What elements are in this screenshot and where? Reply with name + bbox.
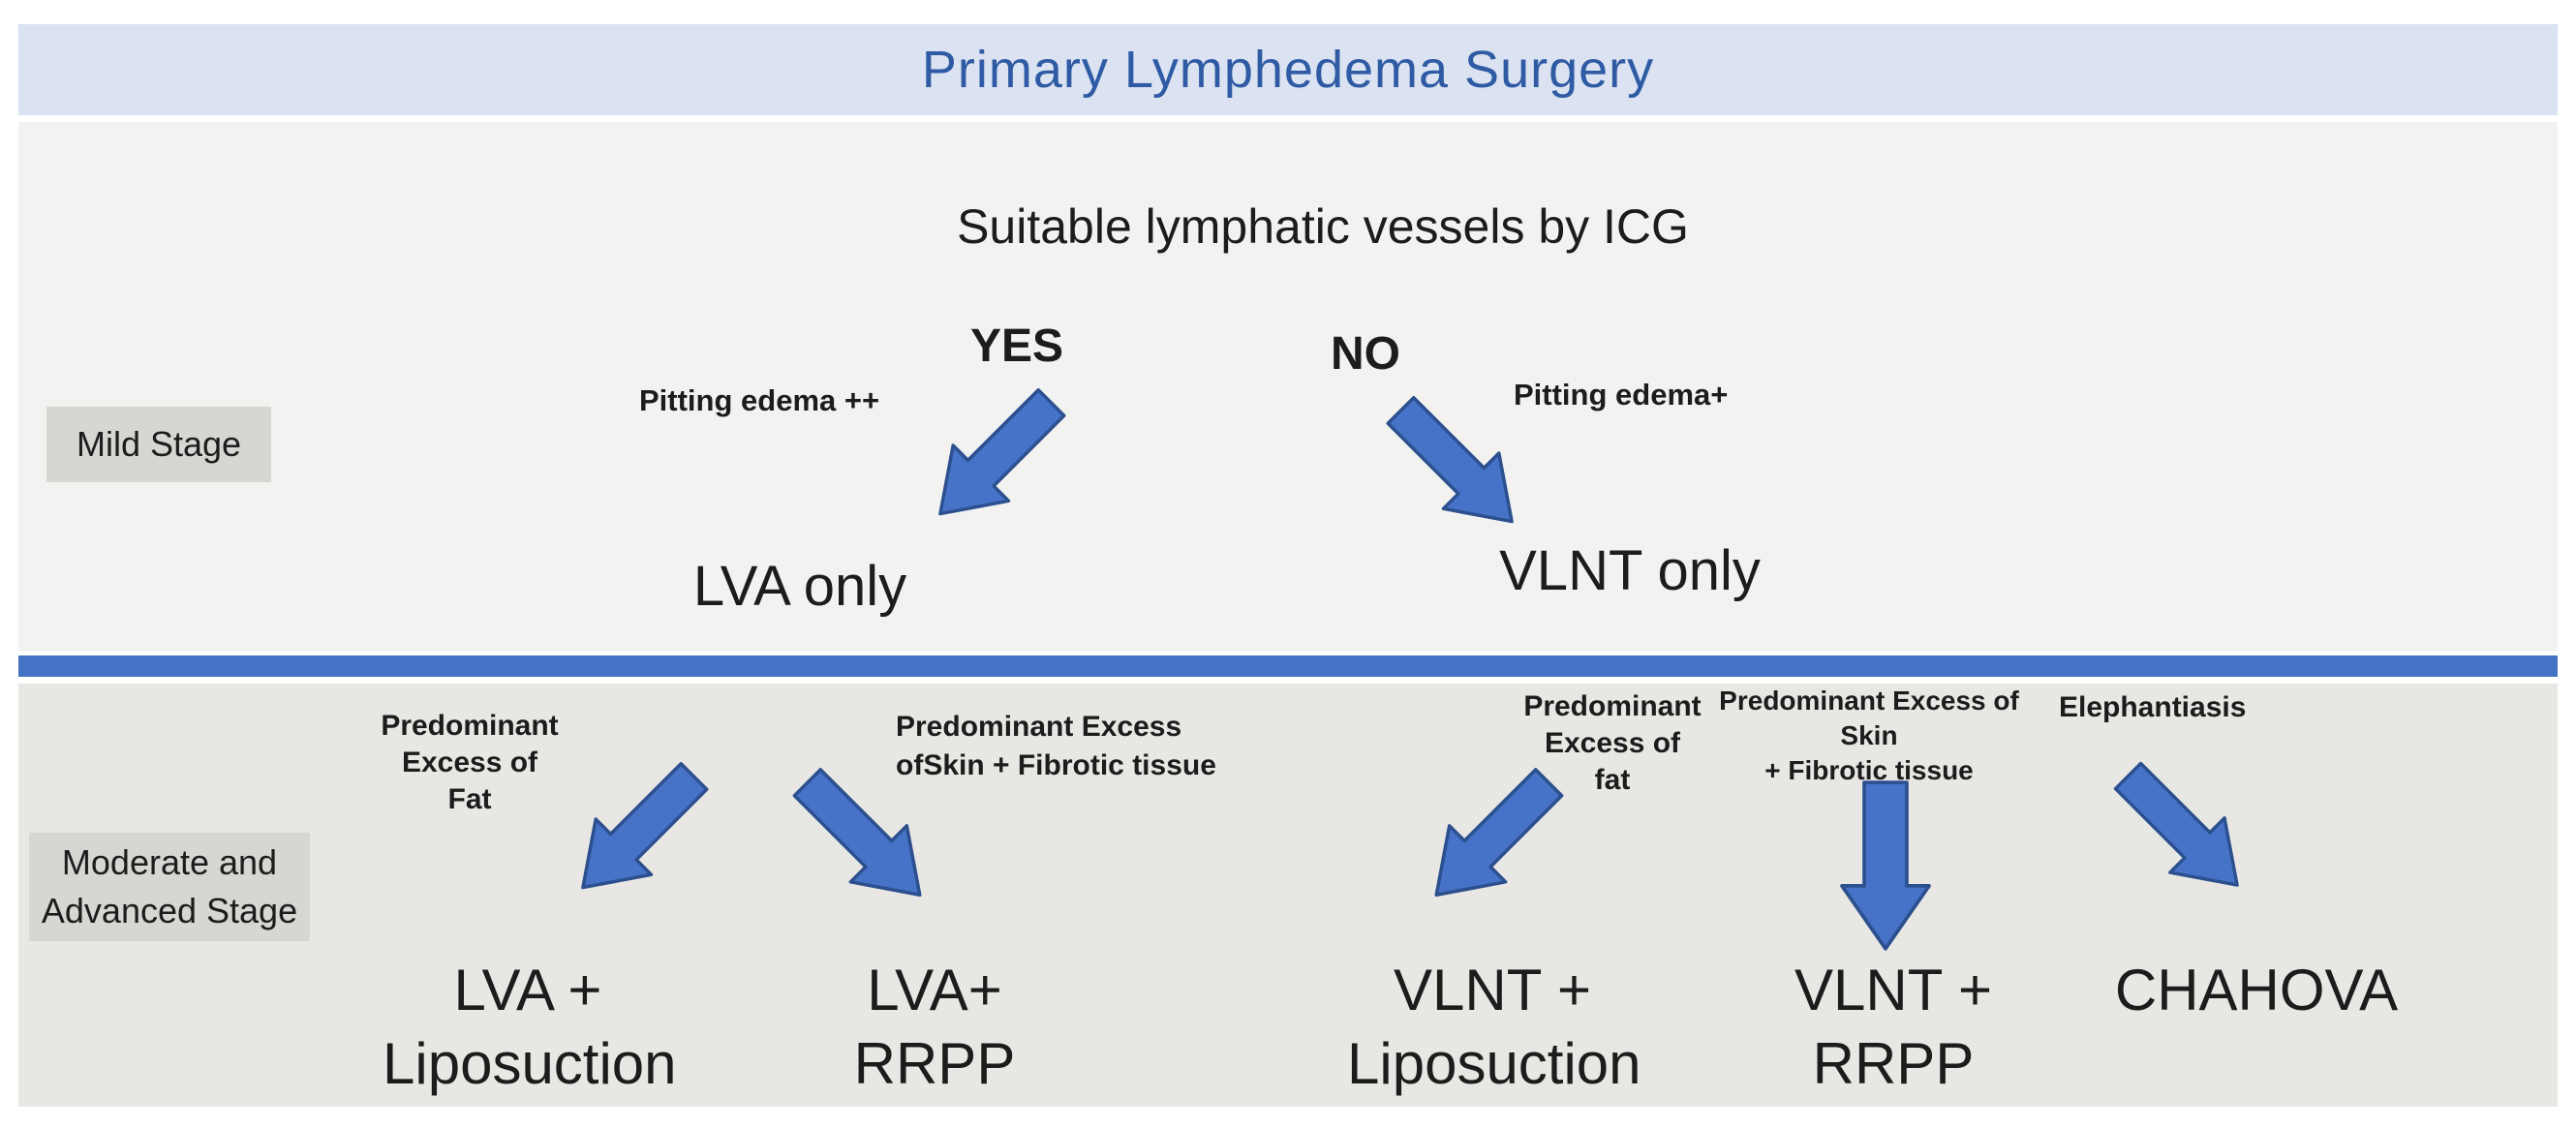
condition-line: Skin — [1840, 720, 1898, 750]
moderate-stage-label-box: Moderate and Advanced Stage — [29, 833, 310, 941]
condition-line: Predominant Excess of — [1719, 686, 2019, 716]
outcome-line: CHAHOVA — [2114, 958, 2399, 1022]
arrow-down-icon — [1840, 780, 1931, 951]
arrow-down-left-icon — [1434, 768, 1564, 898]
outcome-line: Liposuction — [1347, 1031, 1641, 1096]
arrow-down-right-icon — [1386, 395, 1514, 524]
arrow-down-right-icon — [792, 768, 922, 898]
moderate-stage-label: Moderate and Advanced Stage — [42, 838, 297, 935]
outcome-line: RRPP — [1812, 1031, 1975, 1096]
outcome-line: LVA + — [453, 958, 602, 1022]
condition-line: + Fibrotic tissue — [1764, 755, 1974, 785]
condition-line: Excess of — [401, 747, 538, 778]
condition-pitting-edema-plus-plus: Pitting edema ++ — [639, 383, 880, 417]
condition-predominant-excess-fat-2: Predominant Excess of fat — [1467, 688, 1758, 799]
condition-line: Predominant — [1523, 690, 1702, 722]
condition-predominant-excess-fat: Predominant Excess of Fat — [324, 708, 615, 818]
mild-stage-label-box: Mild Stage — [46, 407, 271, 482]
condition-line: ofSkin + Fibrotic tissue — [896, 749, 1216, 781]
answer-no: NO — [1331, 328, 1400, 380]
condition-predominant-excess-skin-fibrotic: Predominant Excess ofSkin + Fibrotic tis… — [896, 708, 1312, 785]
title-bar: Primary Lymphedema Surgery — [18, 24, 2558, 115]
answer-yes: YES — [969, 320, 1064, 372]
condition-line: Excess of — [1544, 727, 1681, 759]
condition-line: Fat — [447, 783, 492, 815]
icg-question: Suitable lymphatic vessels by ICG — [957, 199, 1689, 254]
arrow-down-left-icon — [581, 761, 709, 890]
outcome-chahova: CHAHOVA — [2111, 954, 2402, 1027]
moderate-stage-label-line2: Advanced Stage — [41, 891, 298, 930]
condition-line: Predominant Excess — [896, 711, 1182, 743]
page-title: Primary Lymphedema Surgery — [921, 41, 1655, 99]
outcome-vlnt-liposuction: VLNT + Liposuction — [1347, 954, 1641, 1101]
arrow-down-right-icon — [2113, 761, 2239, 887]
outcome-vlnt-only: VLNT only — [1499, 539, 1761, 602]
arrow-down-left-icon — [938, 387, 1066, 516]
condition-line: Elephantiasis — [2059, 691, 2247, 723]
condition-predominant-excess-skin-fibrotic-2: Predominant Excess of Skin + Fibrotic ti… — [1714, 684, 2024, 788]
mild-stage-label: Mild Stage — [76, 424, 242, 464]
outcome-vlnt-rrpp: VLNT + RRPP — [1748, 954, 2039, 1101]
outcome-line: LVA+ — [867, 958, 1002, 1022]
moderate-stage-label-line1: Moderate and — [61, 842, 278, 882]
section-divider-bar — [18, 655, 2558, 677]
outcome-lva-rrpp: LVA+ RRPP — [789, 954, 1080, 1101]
mild-stage-section — [18, 122, 2558, 651]
condition-line: Predominant — [381, 710, 559, 742]
condition-elephantiasis: Elephantiasis — [2059, 689, 2311, 726]
outcome-lva-only: LVA only — [692, 555, 907, 618]
moderate-advanced-stage-section — [18, 684, 2558, 1107]
condition-line: fat — [1594, 764, 1631, 796]
outcome-line: VLNT + — [1794, 958, 1992, 1022]
outcome-line: RRPP — [853, 1031, 1016, 1096]
outcome-lva-liposuction: LVA + Liposuction — [383, 954, 677, 1101]
outcome-line: Liposuction — [383, 1031, 677, 1096]
condition-pitting-edema-plus: Pitting edema+ — [1514, 378, 1729, 412]
outcome-line: VLNT + — [1394, 958, 1591, 1022]
